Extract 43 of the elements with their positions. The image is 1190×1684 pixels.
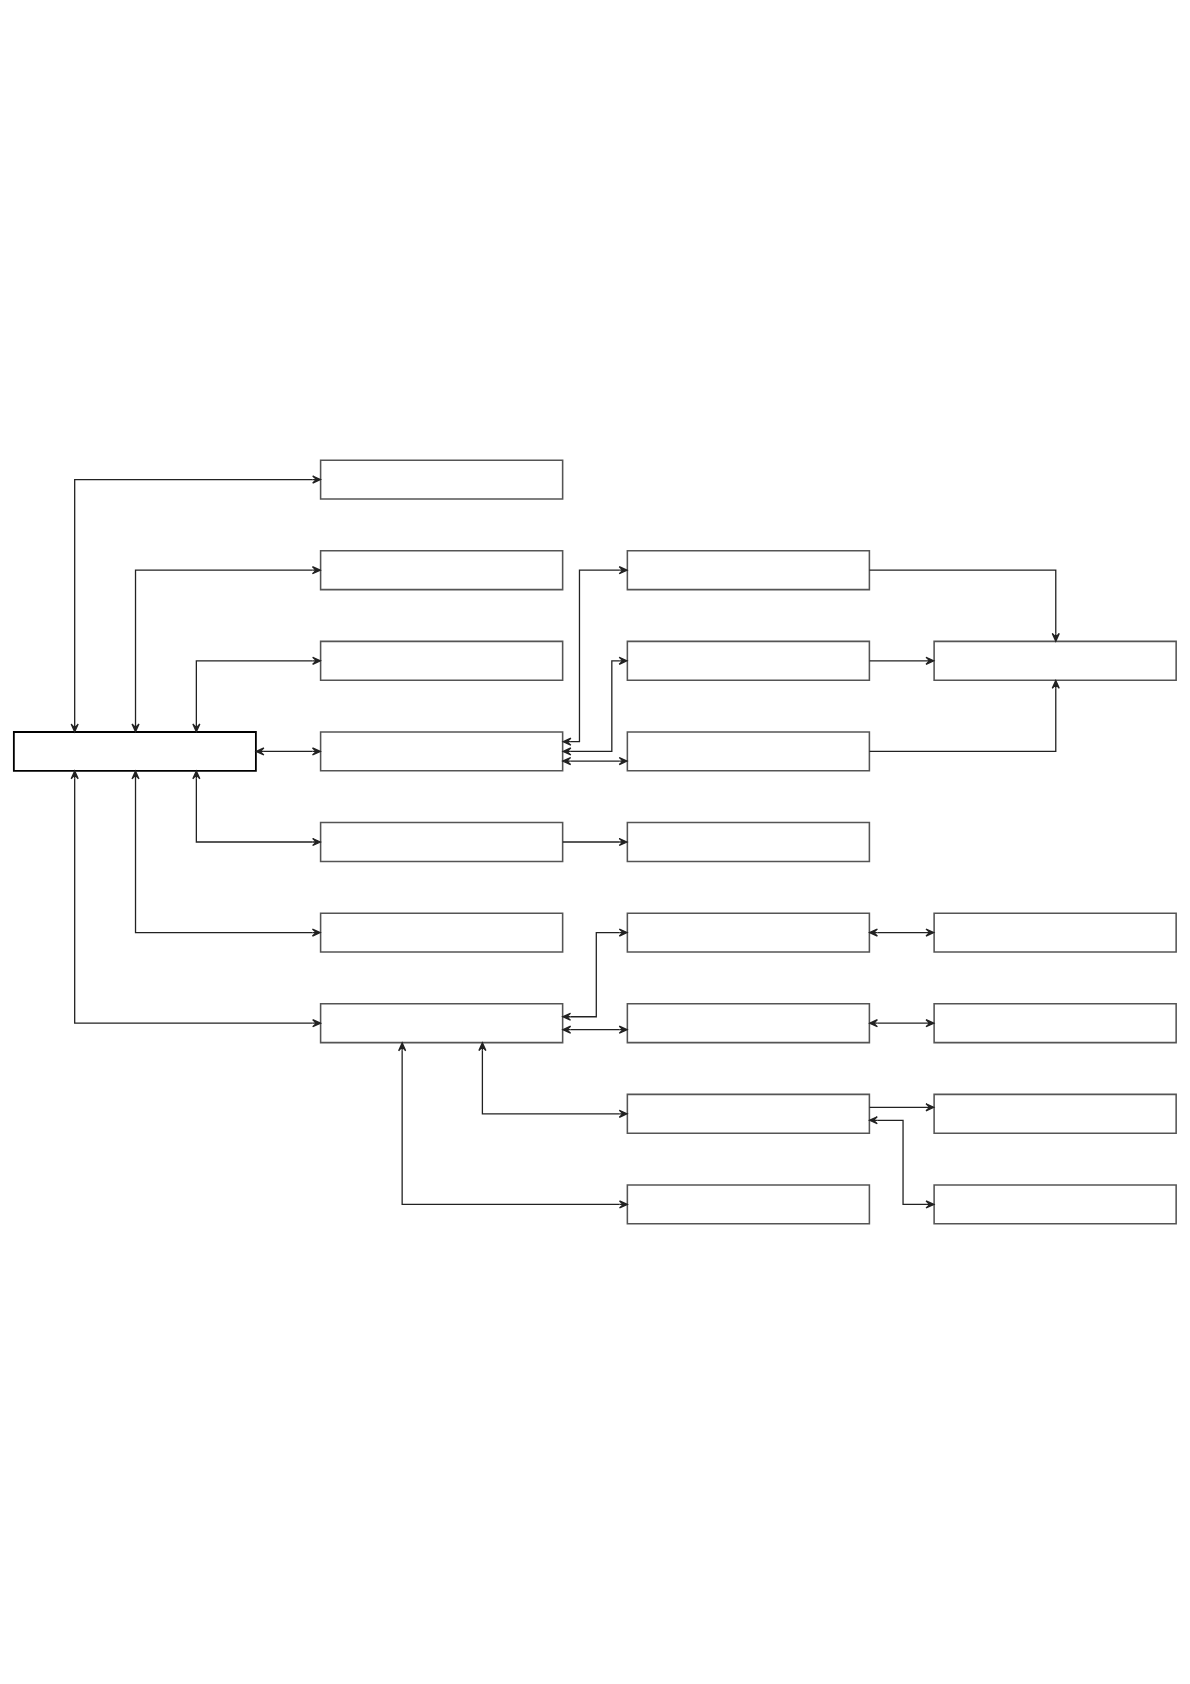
arrow [192, 656, 322, 733]
node-box [319, 550, 564, 591]
node-box [933, 912, 1177, 953]
arrow [868, 679, 1060, 753]
arrow [70, 770, 322, 1028]
arrow [192, 770, 322, 847]
arrow [562, 1025, 628, 1034]
arrow [255, 747, 321, 756]
arrow [398, 1042, 628, 1209]
node-box [626, 912, 871, 953]
node-box [626, 821, 871, 863]
node-box [319, 640, 564, 681]
arrow [562, 837, 628, 847]
arrow [562, 656, 628, 756]
arrow [562, 928, 628, 1021]
arrow [868, 569, 1060, 642]
node-box [319, 912, 564, 953]
arrow [562, 756, 628, 766]
arrow [868, 656, 935, 665]
arrow [131, 770, 321, 937]
node-box [319, 1003, 564, 1044]
arrow [868, 1116, 935, 1209]
arrow [70, 475, 322, 733]
node-box [12, 731, 257, 772]
node-box [626, 1093, 871, 1134]
node-box [933, 640, 1177, 681]
node-box [319, 731, 564, 772]
arrow [868, 1019, 935, 1028]
node-box [626, 640, 871, 681]
node-box [626, 731, 871, 772]
node-box [319, 459, 564, 500]
node-box [933, 1184, 1177, 1225]
arrow [131, 566, 321, 733]
arrow [868, 1103, 935, 1112]
node-box [933, 1003, 1177, 1044]
arrow [562, 566, 628, 746]
node-box [626, 550, 871, 591]
node-box [933, 1093, 1177, 1134]
arrow [478, 1042, 628, 1118]
node-box [626, 1003, 871, 1044]
node-box [626, 1184, 871, 1225]
node-box [319, 821, 564, 863]
arrow [868, 928, 935, 937]
